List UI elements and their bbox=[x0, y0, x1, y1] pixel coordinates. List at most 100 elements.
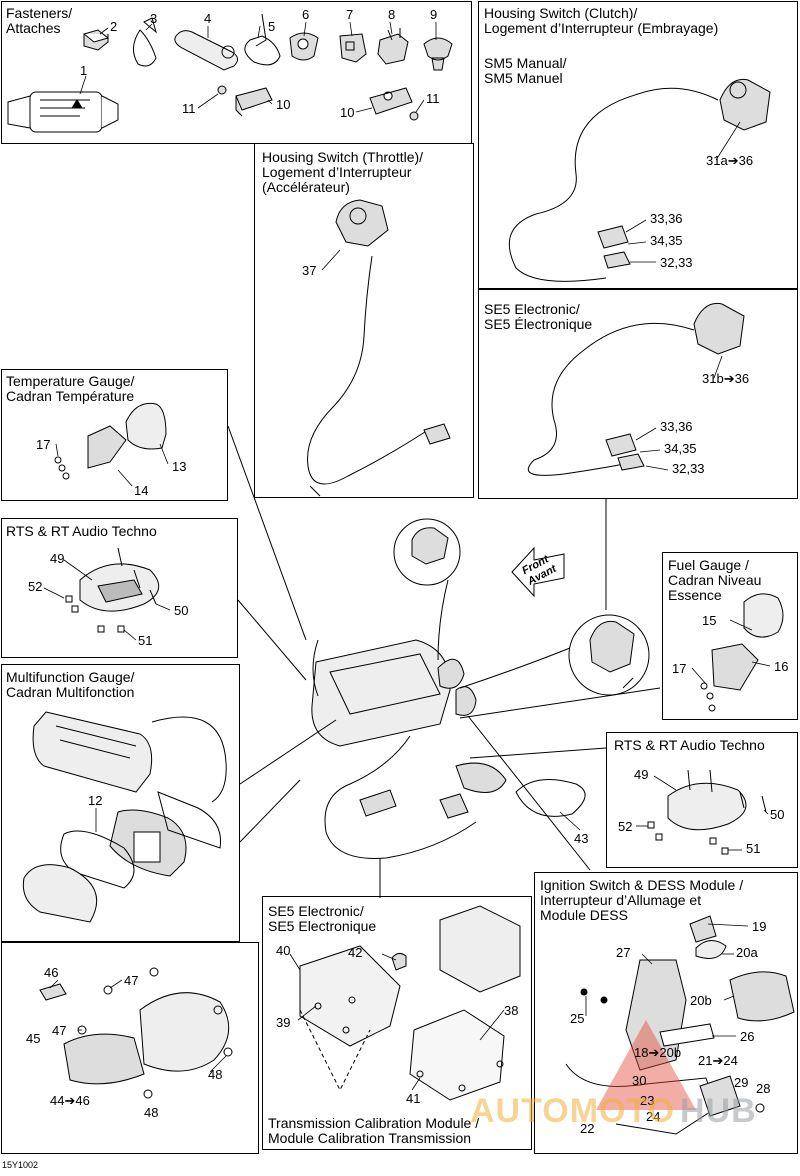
ignition-title: Ignition Switch & DESS Module /Interrupt… bbox=[540, 877, 744, 923]
callout-32-33-a: 32,33 bbox=[660, 255, 693, 270]
rts-right-title: RTS & RT Audio Techno bbox=[614, 737, 765, 753]
instrument-cluster bbox=[311, 639, 451, 747]
actuator-panel bbox=[1, 942, 259, 1154]
callout-34-35-b: 34,35 bbox=[664, 441, 697, 456]
clip-part bbox=[82, 29, 110, 51]
callout-50b: 50 bbox=[770, 807, 785, 822]
callout-18-20b: 18➔20b bbox=[634, 1045, 682, 1060]
sleeve-part bbox=[174, 30, 238, 71]
se5-bottom-title: SE5 Electronic/SE5 Electronique bbox=[268, 903, 377, 934]
callout-31a: 31a➔36 bbox=[706, 153, 754, 168]
clip-part-2 bbox=[339, 33, 367, 63]
actuator-motor bbox=[63, 1033, 145, 1085]
se5-module-panel bbox=[262, 896, 532, 1150]
callout-42: 42 bbox=[348, 945, 363, 960]
se5-bracket bbox=[299, 945, 401, 1047]
callout-7: 7 bbox=[346, 7, 354, 22]
callout-50a: 50 bbox=[174, 603, 189, 618]
callout-47b: 47 bbox=[52, 1023, 67, 1038]
callout-39: 39 bbox=[276, 1015, 291, 1030]
throttle-switch-panel bbox=[254, 143, 474, 498]
callout-10a: 10 bbox=[276, 97, 291, 112]
callout-45: 45 bbox=[26, 1031, 41, 1046]
temperature-gauge bbox=[125, 402, 167, 450]
push-rivet-part bbox=[423, 37, 453, 71]
clutch-switch-title: Housing Switch (Clutch)/Logement d’Inter… bbox=[484, 5, 719, 36]
rts-right-panel bbox=[606, 732, 798, 868]
callout-24: 24 bbox=[646, 1109, 661, 1124]
callout-14: 14 bbox=[134, 483, 149, 498]
callout-4: 4 bbox=[204, 11, 212, 26]
rts-left-title: RTS & RT Audio Techno bbox=[6, 523, 157, 539]
callout-13: 13 bbox=[172, 459, 187, 474]
se5-top-title: SE5 Electronic/SE5 Électronique bbox=[484, 301, 593, 332]
callout-33-36-b: 33,36 bbox=[660, 419, 693, 434]
callout-3: 3 bbox=[150, 11, 158, 26]
rts-speaker-right bbox=[667, 782, 747, 831]
clutch-switch-panel bbox=[478, 1, 798, 289]
callout-11a: 11 bbox=[182, 101, 196, 116]
multifunction-gauge bbox=[32, 711, 153, 793]
callout-11b: 11 bbox=[426, 91, 440, 106]
callout-28: 28 bbox=[756, 1081, 771, 1096]
callout-23: 23 bbox=[640, 1093, 655, 1108]
sm5-title: SM5 Manual/SM5 Manuel bbox=[484, 55, 567, 86]
callout-8: 8 bbox=[388, 7, 396, 22]
callout-52a: 52 bbox=[28, 579, 43, 594]
callout-40: 40 bbox=[276, 943, 291, 958]
fasteners-panel bbox=[1, 1, 472, 144]
callout-51a: 51 bbox=[138, 633, 153, 648]
grease-tube-part bbox=[7, 91, 119, 133]
callout-29: 29 bbox=[734, 1075, 749, 1090]
callout-49a: 49 bbox=[50, 551, 65, 566]
callout-47a: 47 bbox=[124, 973, 139, 988]
callout-9: 9 bbox=[430, 7, 438, 22]
callout-17a: 17 bbox=[36, 437, 51, 452]
tie-part-2 bbox=[244, 13, 281, 66]
callout-49b: 49 bbox=[634, 767, 649, 782]
callout-51b: 51 bbox=[746, 841, 761, 856]
ignition-panel bbox=[534, 872, 798, 1154]
callout-31b: 31b➔36 bbox=[702, 371, 750, 386]
callout-19: 19 bbox=[752, 919, 767, 934]
callout-12: 12 bbox=[88, 793, 103, 808]
callout-33-36-a: 33,36 bbox=[650, 211, 683, 226]
fuel-gauge-panel bbox=[662, 552, 798, 720]
section-connectors bbox=[227, 425, 661, 898]
fasteners-title: Fasteners/Attaches bbox=[6, 5, 73, 36]
callout-48b: 48 bbox=[144, 1105, 159, 1120]
tcm-title: Transmission Calibration Module /Module … bbox=[268, 1115, 480, 1146]
callout-26: 26 bbox=[740, 1029, 755, 1044]
callout-48a: 48 bbox=[208, 1067, 223, 1082]
callout-52b: 52 bbox=[618, 819, 633, 834]
clip-part-3 bbox=[377, 28, 409, 65]
callout-44-46: 44➔46 bbox=[50, 1093, 90, 1108]
clutch-switch-housing bbox=[719, 78, 771, 131]
callout-17b: 17 bbox=[672, 661, 687, 676]
clutch-switch-housing-se5 bbox=[693, 302, 745, 355]
temperature-gauge-title: Temperature Gauge/Cadran Température bbox=[6, 373, 135, 404]
front-arrow bbox=[511, 546, 565, 598]
callout-16: 16 bbox=[774, 659, 789, 674]
tie-part bbox=[133, 17, 157, 67]
callout-46: 46 bbox=[44, 965, 59, 980]
callout-41: 41 bbox=[406, 1091, 421, 1106]
callout-10b: 10 bbox=[340, 105, 355, 120]
multifunction-title: Multifunction Gauge/Cadran Multifonction bbox=[6, 669, 135, 700]
watermark-text-left: AUTOMOTO bbox=[470, 1092, 676, 1130]
bracket-part bbox=[235, 87, 273, 117]
callout-1: 1 bbox=[80, 63, 88, 78]
rts-speaker-center bbox=[455, 762, 507, 793]
callout-15: 15 bbox=[702, 613, 717, 628]
throttle-switch-title: Housing Switch (Throttle)/Logement d’Int… bbox=[262, 149, 424, 195]
callout-37: 37 bbox=[302, 263, 317, 278]
watermark-logo bbox=[596, 1020, 696, 1110]
fuel-gauge bbox=[743, 593, 784, 638]
callout-5: 5 bbox=[268, 19, 276, 34]
se5-clutch-panel bbox=[478, 289, 798, 499]
callout-20b: 20b bbox=[690, 993, 712, 1008]
figure-code: 15Y1002 bbox=[2, 1160, 39, 1170]
callout-2: 2 bbox=[110, 19, 118, 34]
